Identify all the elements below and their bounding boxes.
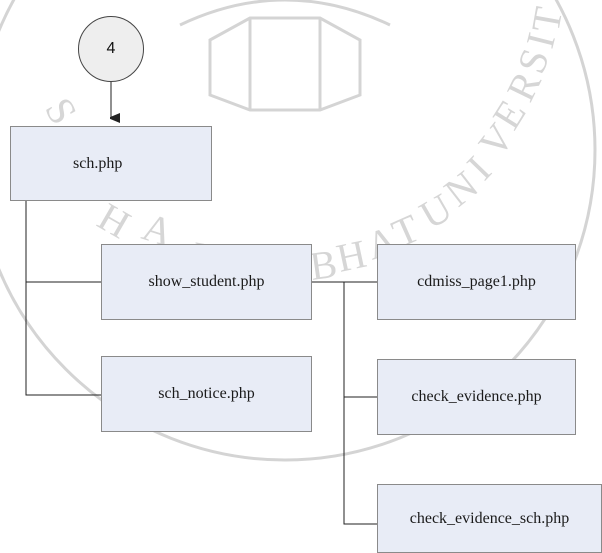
- node-label: sch.php: [73, 154, 123, 172]
- node-label: check_evidence_sch.php: [409, 509, 570, 527]
- line-root-to-children: [25, 201, 101, 396]
- line-branch-to-evidence: [343, 282, 377, 525]
- off-page-connector: 4: [78, 16, 144, 82]
- connector-label: 4: [106, 40, 116, 57]
- node-label: cdmiss_page1.php: [417, 273, 536, 290]
- node-label: show_student.php: [148, 273, 265, 290]
- node-show-student: show_student.php: [101, 244, 312, 320]
- node-check-evidence-sch: check_evidence_sch.php: [377, 484, 602, 553]
- node-sch-notice: sch_notice.php: [101, 356, 312, 432]
- svg-text:B: B: [307, 241, 340, 289]
- node-sch: sch.php: [10, 126, 212, 201]
- node-check-evidence: check_evidence.php: [377, 359, 576, 435]
- node-cdmiss-page1: cdmiss_page1.php: [377, 244, 576, 320]
- node-label: check_evidence.php: [411, 388, 542, 405]
- node-label: sch_notice.php: [158, 385, 255, 402]
